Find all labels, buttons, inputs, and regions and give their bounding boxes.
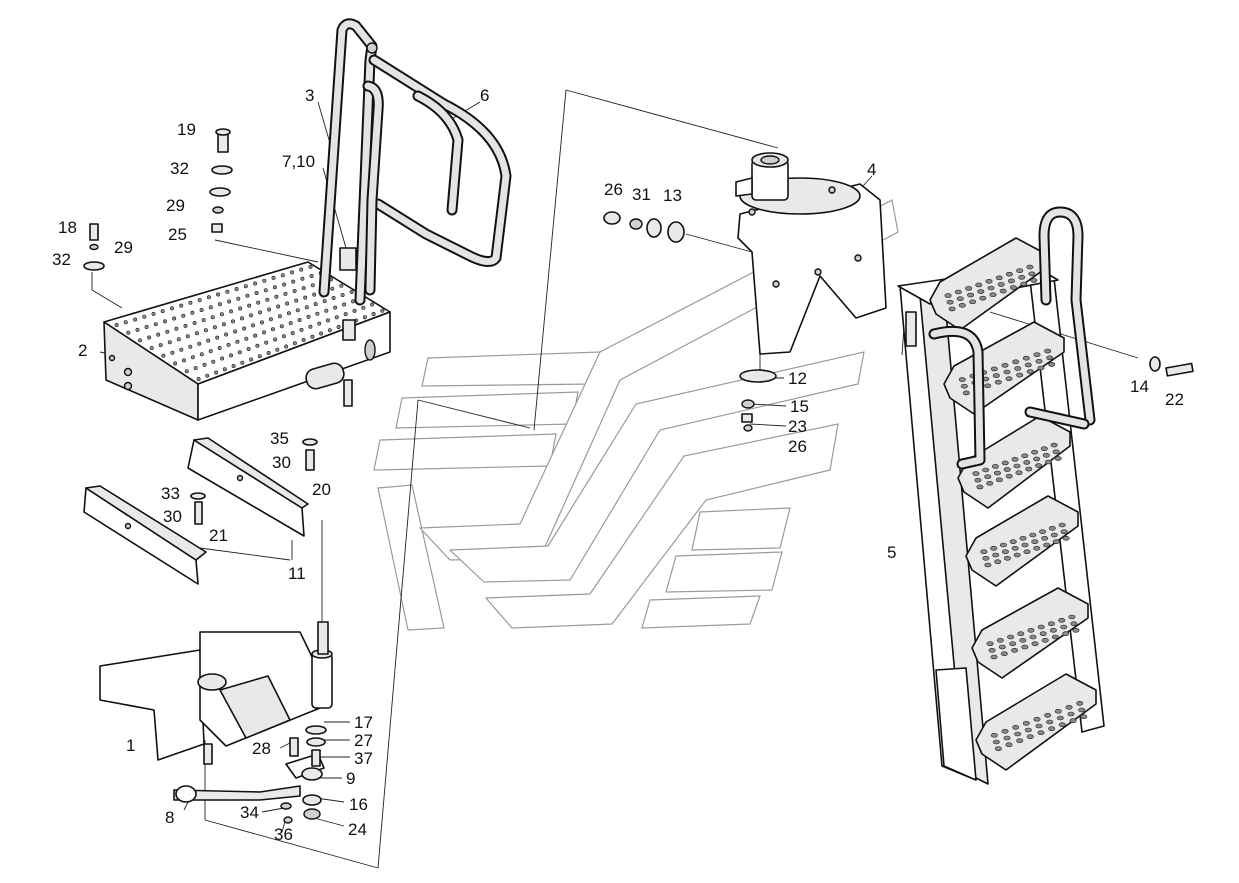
handrail-assembly (318, 18, 512, 407)
callout-30-upper: 30 (272, 453, 291, 472)
callout-28: 28 (252, 739, 271, 758)
callout-6: 6 (480, 86, 489, 105)
callout-36: 36 (274, 825, 293, 844)
callout-24: 24 (348, 820, 367, 839)
callout-29-upper: 29 (166, 196, 185, 215)
base-frame (99, 621, 333, 824)
callout-26-bottom: 26 (788, 437, 807, 456)
callout-2: 2 (78, 341, 87, 360)
callout-32-upper: 32 (170, 159, 189, 178)
callout-26-top: 26 (604, 180, 623, 199)
callout-18: 18 (58, 218, 77, 237)
callout-30-lower: 30 (163, 507, 182, 526)
callout-29-left: 29 (114, 238, 133, 257)
callout-8: 8 (165, 808, 174, 827)
callout-33: 33 (161, 484, 180, 503)
callout-labels: 1 2 3 4 5 6 7,10 8 9 11 12 13 14 15 16 1… (52, 86, 1184, 844)
callout-23: 23 (788, 417, 807, 436)
callout-27: 27 (354, 731, 373, 750)
angle-brackets (83, 437, 309, 585)
callout-9: 9 (346, 769, 355, 788)
callout-13: 13 (663, 186, 682, 205)
callout-22: 22 (1165, 390, 1184, 409)
callout-16: 16 (349, 795, 368, 814)
callout-4: 4 (867, 160, 876, 179)
callout-25: 25 (168, 225, 187, 244)
callout-17: 17 (354, 713, 373, 732)
upper-bracket (735, 152, 887, 355)
callout-3: 3 (305, 86, 314, 105)
callout-11: 11 (288, 564, 306, 583)
callout-14: 14 (1130, 377, 1149, 396)
callout-7-10: 7,10 (282, 152, 315, 171)
callout-34: 34 (240, 803, 259, 822)
callout-35: 35 (270, 429, 289, 448)
callout-15: 15 (790, 397, 809, 416)
callout-12: 12 (788, 369, 807, 388)
fastener-hardware (83, 128, 1194, 525)
callout-20: 20 (312, 480, 331, 499)
ladder-assembly (897, 206, 1105, 785)
callout-32-left: 32 (52, 250, 71, 269)
platform-perforation (114, 264, 385, 381)
callout-21: 21 (209, 526, 228, 545)
callout-19: 19 (177, 120, 196, 139)
ladder-steps (929, 237, 1097, 771)
callout-5: 5 (887, 543, 896, 562)
callout-37: 37 (354, 749, 373, 768)
callout-31: 31 (632, 185, 651, 204)
callout-1: 1 (126, 736, 135, 755)
platform-box (103, 261, 391, 421)
